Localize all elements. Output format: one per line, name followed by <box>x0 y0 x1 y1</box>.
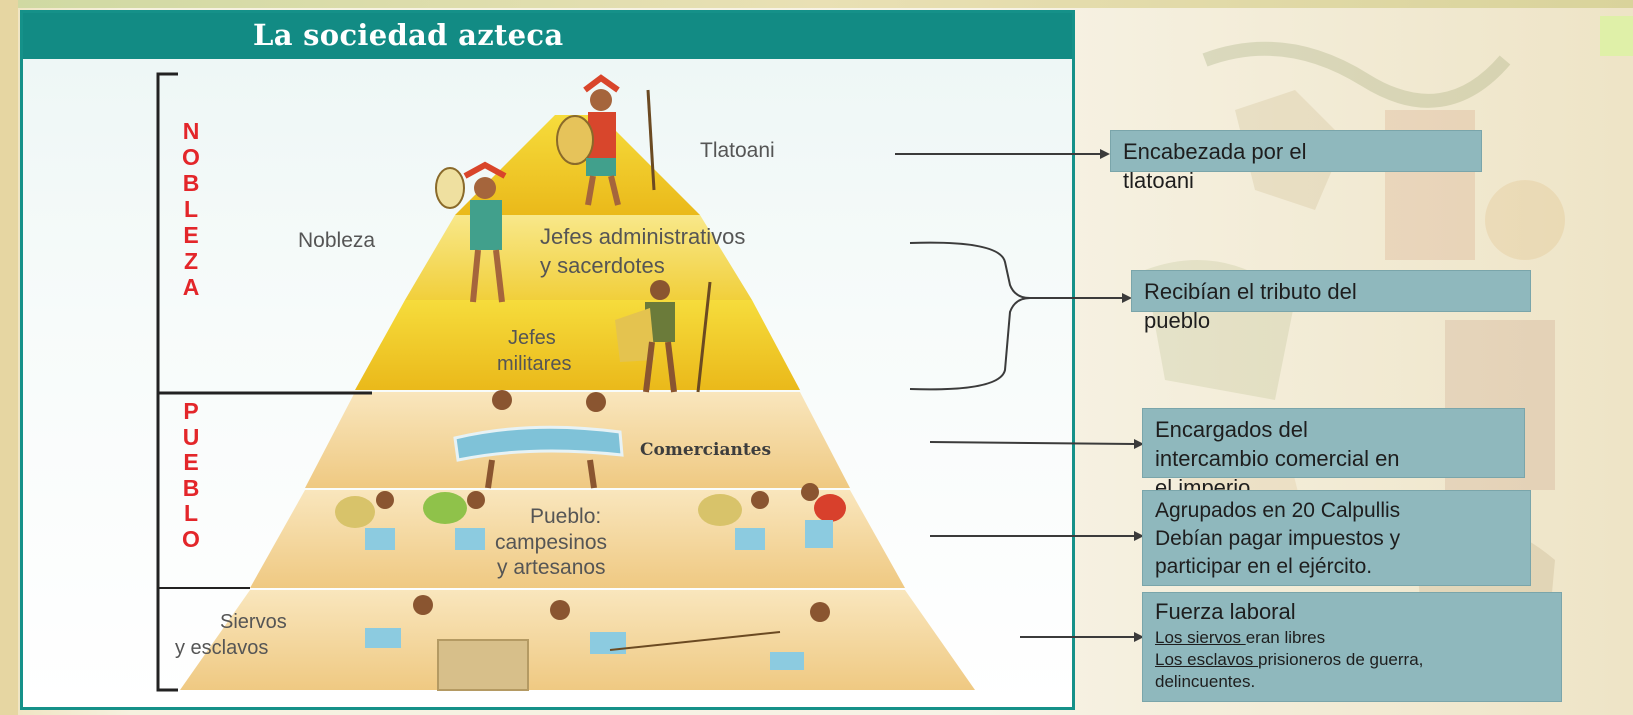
callout-line: Recibían el tributo del <box>1144 277 1520 306</box>
nobleza-letter: A <box>176 276 206 302</box>
label-siervos-1: Siervos <box>220 611 287 633</box>
esclavos-underlined: Los esclavos <box>1155 650 1258 669</box>
callout-line: Encargados del <box>1155 415 1514 444</box>
callout-line: delincuentes. <box>1155 671 1551 693</box>
callout-line: pueblo <box>1144 306 1520 335</box>
nobleza-letter: N <box>176 120 206 146</box>
callout-line: tlatoani <box>1123 166 1471 195</box>
label-pueblo-1: Pueblo: <box>530 505 601 528</box>
connector-comercio <box>930 439 1144 449</box>
label-pueblo-2: campesinos <box>495 531 607 554</box>
connector-tlatoani <box>895 149 1110 159</box>
pueblo-letter: O <box>176 528 206 554</box>
nobleza-letter: E <box>176 224 206 250</box>
label-jefes-mil-1: Jefes <box>508 327 556 349</box>
left-bracket <box>158 74 178 690</box>
callout-tlatoani: Encabezada por el tlatoani <box>1110 130 1482 172</box>
label-jefes-mil-2: militares <box>497 353 571 375</box>
siervos-rest: eran libres <box>1246 628 1325 647</box>
siervos-underlined: Los siervos <box>1155 628 1246 647</box>
callout-line-siervos: Los siervos eran libres <box>1155 627 1551 649</box>
callout-heading: Fuerza laboral <box>1155 597 1551 627</box>
callout-line: participar en el ejército. <box>1155 553 1520 581</box>
label-nobleza: Nobleza <box>298 229 375 252</box>
callout-tributo: Recibían el tributo del pueblo <box>1131 270 1531 312</box>
label-tlatoani: Tlatoani <box>700 139 775 162</box>
callout-line: Encabezada por el <box>1123 137 1471 166</box>
pueblo-letter: P <box>176 400 206 426</box>
label-siervos-2: y esclavos <box>175 637 268 659</box>
pueblo-letter: L <box>176 502 206 528</box>
callout-comercio: Encargados del intercambio comercial en … <box>1142 408 1525 478</box>
pueblo-letter: E <box>176 451 206 477</box>
callout-line: intercambio comercial en <box>1155 444 1514 473</box>
callout-line: Agrupados en 20 Calpullis <box>1155 497 1520 525</box>
connector-brace-tributo <box>910 243 1132 390</box>
nobleza-letter: Z <box>176 250 206 276</box>
label-comerciantes: Comerciantes <box>640 440 771 460</box>
pueblo-vertical-label: P U E B L O <box>176 400 206 553</box>
pueblo-letter: B <box>176 477 206 503</box>
esclavos-rest: prisioneros de guerra, <box>1258 650 1423 669</box>
label-jefes-admin-1: Jefes administrativos <box>540 224 745 249</box>
nobleza-letter: B <box>176 172 206 198</box>
tier-siervos <box>180 590 975 690</box>
nobleza-letter: O <box>176 146 206 172</box>
callout-fuerza-laboral: Fuerza laboral Los siervos eran libres L… <box>1142 592 1562 702</box>
callout-line: Debían pagar impuestos y <box>1155 525 1520 553</box>
label-jefes-admin-2: y sacerdotes <box>540 253 665 278</box>
label-pueblo-3: y artesanos <box>497 556 606 579</box>
nobleza-letter: L <box>176 198 206 224</box>
callout-calpullis: Agrupados en 20 Calpullis Debían pagar i… <box>1142 490 1531 586</box>
pueblo-letter: U <box>176 426 206 452</box>
tier-jefes-militares <box>355 300 800 390</box>
connector-calpullis <box>930 531 1144 541</box>
nobleza-vertical-label: N O B L E Z A <box>176 120 206 302</box>
callout-line-esclavos: Los esclavos prisioneros de guerra, <box>1155 649 1551 671</box>
connector-fuerza <box>1020 632 1144 642</box>
